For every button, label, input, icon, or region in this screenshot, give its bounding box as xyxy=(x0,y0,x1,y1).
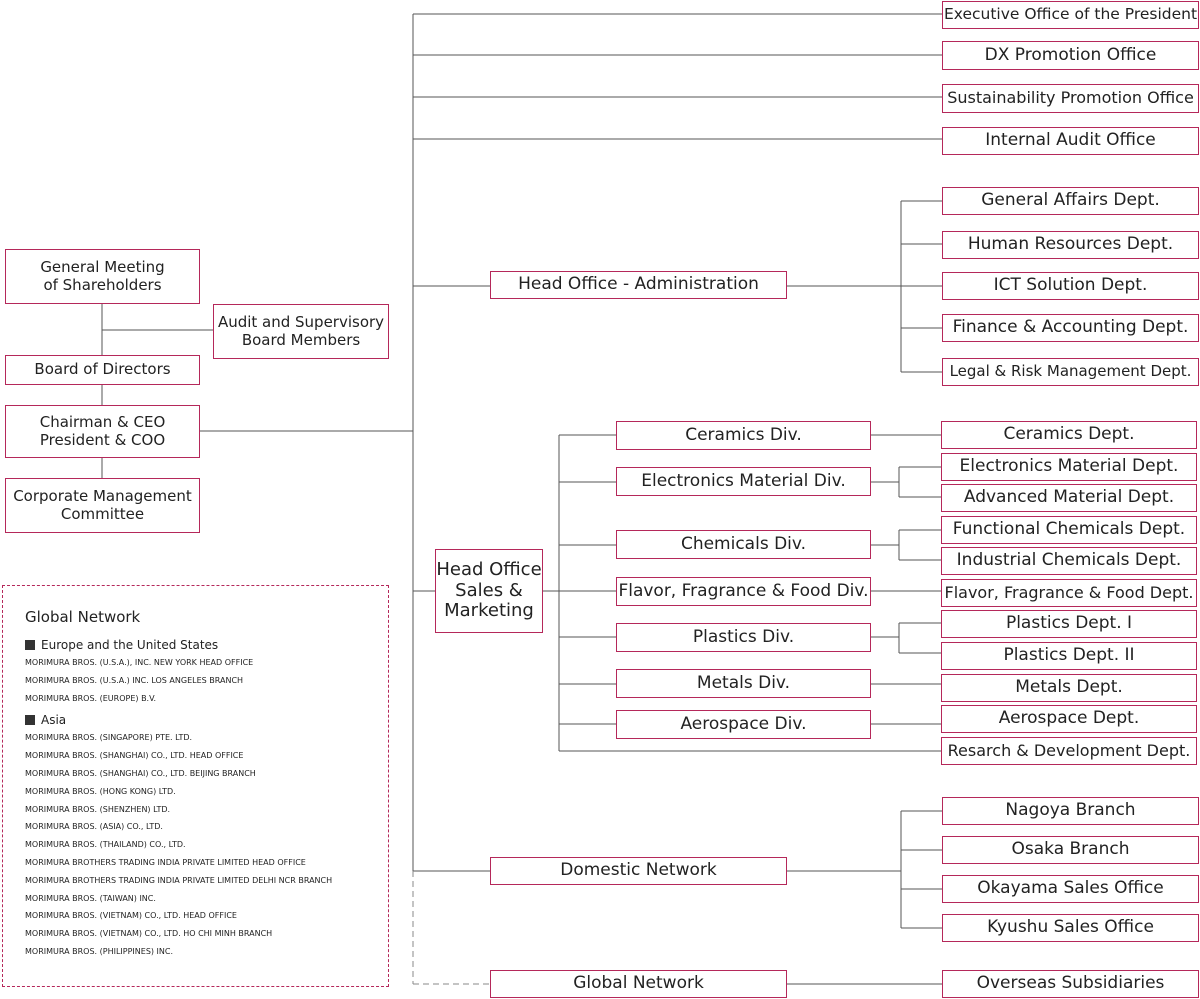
list-item: MORIMURA BROS. (U.S.A.) INC. LOS ANGELES… xyxy=(25,675,244,685)
branch-box: Okayama Sales Office xyxy=(942,875,1199,903)
sales-dept-box: Aerospace Dept. xyxy=(941,705,1197,733)
sales-dept-box: Advanced Material Dept. xyxy=(941,484,1197,512)
admin-dept-box: Finance & Accounting Dept. xyxy=(942,314,1199,342)
head-office-administration-box: Head Office - Administration xyxy=(490,271,787,299)
division-box: Metals Div. xyxy=(616,669,871,698)
branch-box: Kyushu Sales Office xyxy=(942,914,1199,942)
admin-dept-box: Legal & Risk Management Dept. xyxy=(942,358,1199,386)
sales-dept-box: Plastics Dept. II xyxy=(941,642,1197,670)
office-box-internal-audit: Internal Audit Office xyxy=(942,127,1199,155)
admin-dept-box: General Affairs Dept. xyxy=(942,187,1199,215)
region-name: Europe and the United States xyxy=(41,638,219,652)
sales-dept-box: Industrial Chemicals Dept. xyxy=(941,547,1197,575)
global-network-panel-title: Global Network xyxy=(25,608,141,626)
sales-dept-box: Functional Chemicals Dept. xyxy=(941,516,1197,544)
office-box-executive: Executive Office of the President xyxy=(942,1,1199,29)
division-box: Plastics Div. xyxy=(616,623,871,652)
sales-dept-box: Flavor, Fragrance & Food Dept. xyxy=(941,579,1197,607)
list-item: MORIMURA BROS. (PHILIPPINES) INC. xyxy=(25,946,174,956)
list-item: MORIMURA BROTHERS TRADING INDIA PRIVATE … xyxy=(25,875,333,885)
list-item: MORIMURA BROS. (SHANGHAI) CO., LTD. HEAD… xyxy=(25,751,244,761)
list-item: MORIMURA BROS. (SINGAPORE) PTE. LTD. xyxy=(25,733,193,743)
sales-dept-box: Ceramics Dept. xyxy=(941,421,1197,449)
management-committee-box: Corporate Management Committee xyxy=(5,478,200,533)
head-office-sales-box: Head Office Sales & Marketing xyxy=(435,549,543,633)
region-heading-asia: Asia xyxy=(25,713,388,727)
list-item: MORIMURA BROS. (VIETNAM) CO., LTD. HEAD … xyxy=(25,911,237,921)
office-box-sustainability: Sustainability Promotion Office xyxy=(942,84,1199,113)
list-item: MORIMURA BROS. (ASIA) CO., LTD. xyxy=(25,822,163,832)
list-item: MORIMURA BROS. (SHANGHAI) CO., LTD. BEIJ… xyxy=(25,768,256,778)
global-network-panel: Global Network Europe and the United Sta… xyxy=(2,585,389,987)
list-item: MORIMURA BROS. (EUROPE) B.V. xyxy=(25,693,157,703)
overseas-subsidiaries-box: Overseas Subsidiaries xyxy=(942,970,1199,998)
list-item: MORIMURA BROS. (HONG KONG) LTD. xyxy=(25,786,176,796)
region-heading-europe-us: Europe and the United States xyxy=(25,638,388,652)
branch-box: Nagoya Branch xyxy=(942,797,1199,825)
region-name: Asia xyxy=(41,713,67,728)
square-bullet-icon xyxy=(25,640,35,650)
sales-dept-box: Resarch & Development Dept. xyxy=(941,737,1197,765)
office-box-dx: DX Promotion Office xyxy=(942,41,1199,70)
global-network-box: Global Network xyxy=(490,970,787,998)
division-box: Chemicals Div. xyxy=(616,530,871,559)
list-item: MORIMURA BROS. (VIETNAM) CO., LTD. HO CH… xyxy=(25,929,273,939)
list-item: MORIMURA BROTHERS TRADING INDIA PRIVATE … xyxy=(25,857,306,867)
list-item: MORIMURA BROS. (U.S.A.), INC. NEW YORK H… xyxy=(25,658,254,667)
division-box: Aerospace Div. xyxy=(616,710,871,739)
sales-dept-box: Plastics Dept. I xyxy=(941,610,1197,638)
division-box: Ceramics Div. xyxy=(616,421,871,450)
admin-dept-box: Human Resources Dept. xyxy=(942,231,1199,259)
general-meeting-box: General Meeting of Shareholders xyxy=(5,249,200,304)
branch-box: Osaka Branch xyxy=(942,836,1199,864)
board-of-directors-box: Board of Directors xyxy=(5,355,200,385)
audit-board-box: Audit and Supervisory Board Members xyxy=(213,304,389,359)
list-item: MORIMURA BROS. (TAIWAN) INC. xyxy=(25,893,156,903)
chairman-box: Chairman & CEO President & COO xyxy=(5,405,200,458)
list-item: MORIMURA BROS. (THAILAND) CO., LTD. xyxy=(25,840,186,850)
domestic-network-box: Domestic Network xyxy=(490,857,787,885)
sales-dept-box: Metals Dept. xyxy=(941,674,1197,702)
list-item: MORIMURA BROS. (SHENZHEN) LTD. xyxy=(25,804,171,814)
square-bullet-icon xyxy=(25,715,35,726)
division-box: Electronics Material Div. xyxy=(616,467,871,496)
europe-us-list: MORIMURA BROS. (U.S.A.), INC. NEW YORK H… xyxy=(25,654,388,707)
admin-dept-box: ICT Solution Dept. xyxy=(942,272,1199,300)
sales-dept-box: Electronics Material Dept. xyxy=(941,453,1197,481)
division-box: Flavor, Fragrance & Food Div. xyxy=(616,577,871,606)
asia-list: MORIMURA BROS. (SINGAPORE) PTE. LTD. MOR… xyxy=(25,729,388,960)
